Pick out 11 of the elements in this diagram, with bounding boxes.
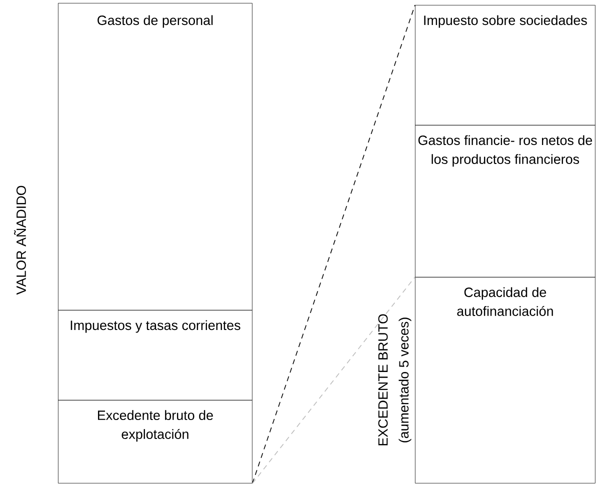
column-segment: Impuesto sobre sociedades [415, 5, 596, 126]
rotated-label: EXCEDENTE BRUTO [378, 314, 388, 446]
dashed-line [252, 4, 416, 484]
column-segment: Excedente bruto de explotación [58, 400, 252, 484]
dashed-line [252, 276, 416, 484]
column-segment: Impuestos y tasas corrientes [58, 310, 252, 400]
column-segment: Capacidad de autofinanciación [415, 277, 596, 484]
rotated-label: VALOR AÑADIDO [14, 186, 26, 295]
column-segment: Gastos financie- ros netos de los productos financieros [415, 125, 596, 278]
rotated-label: (aumentado 5 veces) [398, 318, 412, 442]
column-segment: Gastos de personal [58, 3, 252, 310]
